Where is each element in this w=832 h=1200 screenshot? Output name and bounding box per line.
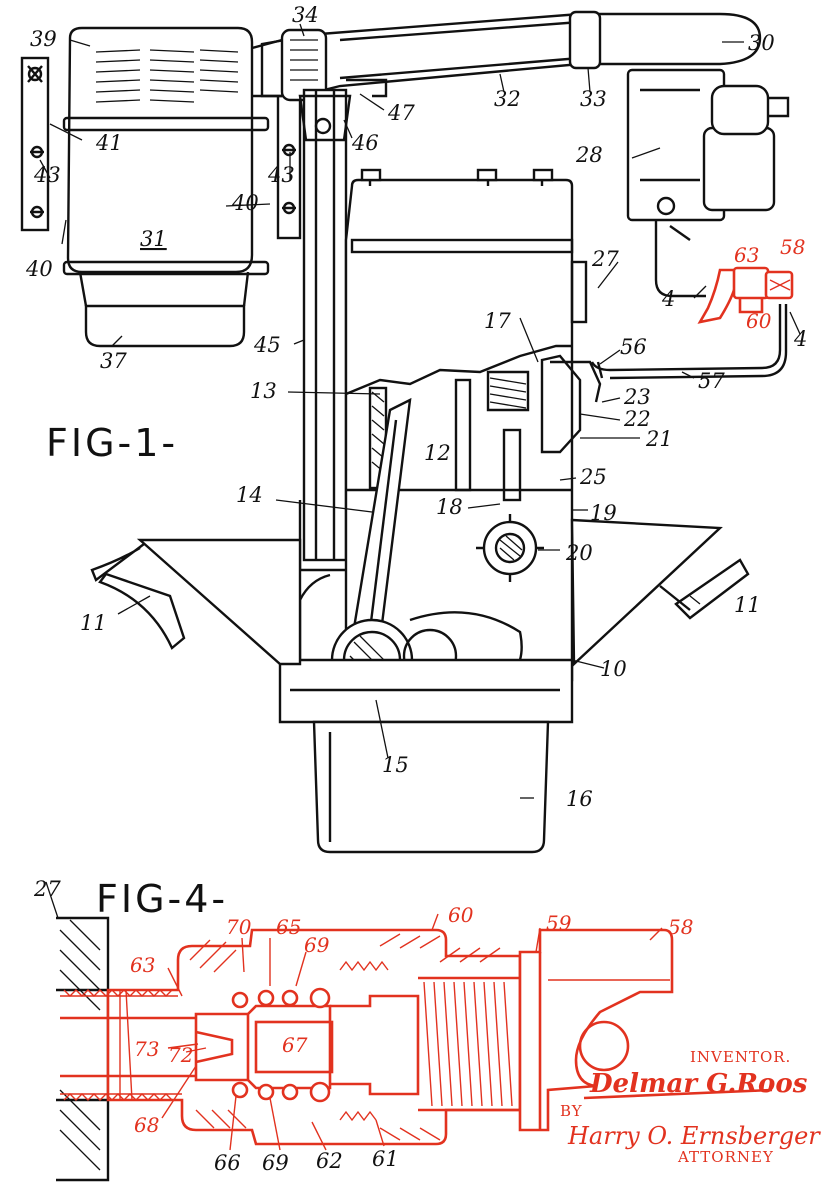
fig1-title-text: FIG-1- bbox=[46, 421, 178, 465]
fig1-engine-drawing bbox=[20, 10, 790, 854]
label-12: 12 bbox=[424, 441, 451, 465]
fig4-fitting-drawing bbox=[56, 916, 674, 1182]
label-27-fig4: 27 bbox=[33, 877, 61, 901]
label-61: 61 bbox=[372, 1147, 399, 1171]
fig4-bottom-labels: 66 69 62 61 bbox=[214, 1147, 399, 1175]
label-14: 14 bbox=[236, 483, 263, 507]
label-59: 59 bbox=[546, 911, 572, 935]
inventor-underline bbox=[583, 1088, 773, 1100]
label-17: 17 bbox=[484, 309, 511, 333]
label-58-fig4: 58 bbox=[668, 915, 693, 939]
label-65: 65 bbox=[276, 915, 301, 939]
by-caption: BY bbox=[560, 1102, 583, 1120]
label-62: 62 bbox=[316, 1149, 343, 1173]
fuel-line bbox=[590, 304, 788, 380]
label-4-left: 4 bbox=[661, 287, 675, 311]
fig1-title: FIG-1- bbox=[46, 421, 178, 465]
label-60-fig4: 60 bbox=[448, 903, 474, 927]
label-56: 56 bbox=[620, 335, 647, 359]
label-47: 47 bbox=[387, 101, 415, 125]
fig4-title-text: FIG-4- bbox=[96, 877, 228, 921]
label-67: 67 bbox=[282, 1033, 308, 1057]
label-60-small: 60 bbox=[746, 309, 772, 333]
fig4-leader-27 bbox=[45, 881, 59, 919]
fig1-leader-lines bbox=[39, 23, 801, 799]
label-58-small: 58 bbox=[780, 235, 805, 259]
label-27: 27 bbox=[591, 247, 619, 271]
label-63-small: 63 bbox=[734, 243, 759, 267]
label-43-right: 43 bbox=[267, 163, 295, 187]
label-69-bottom: 69 bbox=[262, 1151, 289, 1175]
label-33: 33 bbox=[580, 87, 607, 111]
label-30: 30 bbox=[748, 31, 775, 55]
label-73: 73 bbox=[134, 1037, 159, 1061]
label-32: 32 bbox=[494, 87, 521, 111]
label-66: 66 bbox=[214, 1151, 241, 1175]
label-34: 34 bbox=[292, 3, 319, 27]
label-43-left: 43 bbox=[33, 163, 61, 187]
inventor-name: Delmar G.Roos bbox=[589, 1069, 808, 1099]
fig1-labels: 39 34 30 32 33 47 46 41 43 43 40 40 31 2… bbox=[25, 3, 807, 811]
label-45: 45 bbox=[253, 333, 281, 357]
air-cleaner bbox=[20, 26, 302, 348]
label-11-left: 11 bbox=[80, 611, 107, 635]
label-37: 37 bbox=[100, 349, 127, 373]
label-15: 15 bbox=[382, 753, 409, 777]
label-4-right: 4 bbox=[793, 327, 807, 351]
label-41: 41 bbox=[95, 131, 123, 155]
fig1-red-labels: 63 58 60 bbox=[734, 235, 805, 333]
label-21: 21 bbox=[645, 427, 673, 451]
label-28: 28 bbox=[575, 143, 603, 167]
fig1-fuel-fitting-highlight bbox=[697, 266, 794, 324]
label-69-top: 69 bbox=[304, 933, 330, 957]
label-11-right: 11 bbox=[734, 593, 761, 617]
label-72: 72 bbox=[168, 1043, 193, 1067]
label-10: 10 bbox=[600, 657, 627, 681]
label-70: 70 bbox=[226, 915, 252, 939]
attorney-signature: Harry O. Ernsberger bbox=[567, 1122, 821, 1150]
label-16: 16 bbox=[566, 787, 593, 811]
engine-block bbox=[278, 168, 602, 854]
label-22: 22 bbox=[623, 407, 651, 431]
label-68: 68 bbox=[134, 1113, 159, 1137]
label-63-fig4: 63 bbox=[130, 953, 155, 977]
label-40-outer: 40 bbox=[25, 257, 53, 281]
carburettor bbox=[626, 68, 790, 298]
attorney-caption: ATTORNEY bbox=[677, 1148, 774, 1166]
label-13: 13 bbox=[250, 379, 277, 403]
fig4-labels: 27 70 65 69 60 59 58 63 73 72 67 68 bbox=[33, 877, 693, 1137]
fig4-title-group: FIG-4- bbox=[96, 877, 228, 921]
label-23: 23 bbox=[623, 385, 651, 409]
label-40-inner: 40 bbox=[231, 191, 259, 215]
label-19: 19 bbox=[590, 501, 617, 525]
intake-pipe bbox=[251, 10, 762, 102]
label-46: 46 bbox=[351, 131, 379, 155]
mounting-flanges bbox=[90, 518, 750, 667]
label-25: 25 bbox=[579, 465, 607, 489]
label-18: 18 bbox=[436, 495, 463, 519]
label-39: 39 bbox=[30, 27, 57, 51]
label-31: 31 bbox=[140, 227, 167, 251]
fig4-leader-lines bbox=[161, 913, 663, 1151]
ball-valves bbox=[231, 987, 331, 1103]
label-20: 20 bbox=[565, 541, 593, 565]
signature-block: INVENTOR. Delmar G.Roos BY Harry O. Erns… bbox=[560, 1048, 821, 1166]
crankcase-wall-section bbox=[56, 916, 110, 1182]
inventor-caption: INVENTOR. bbox=[690, 1048, 791, 1066]
label-57: 57 bbox=[698, 369, 725, 393]
